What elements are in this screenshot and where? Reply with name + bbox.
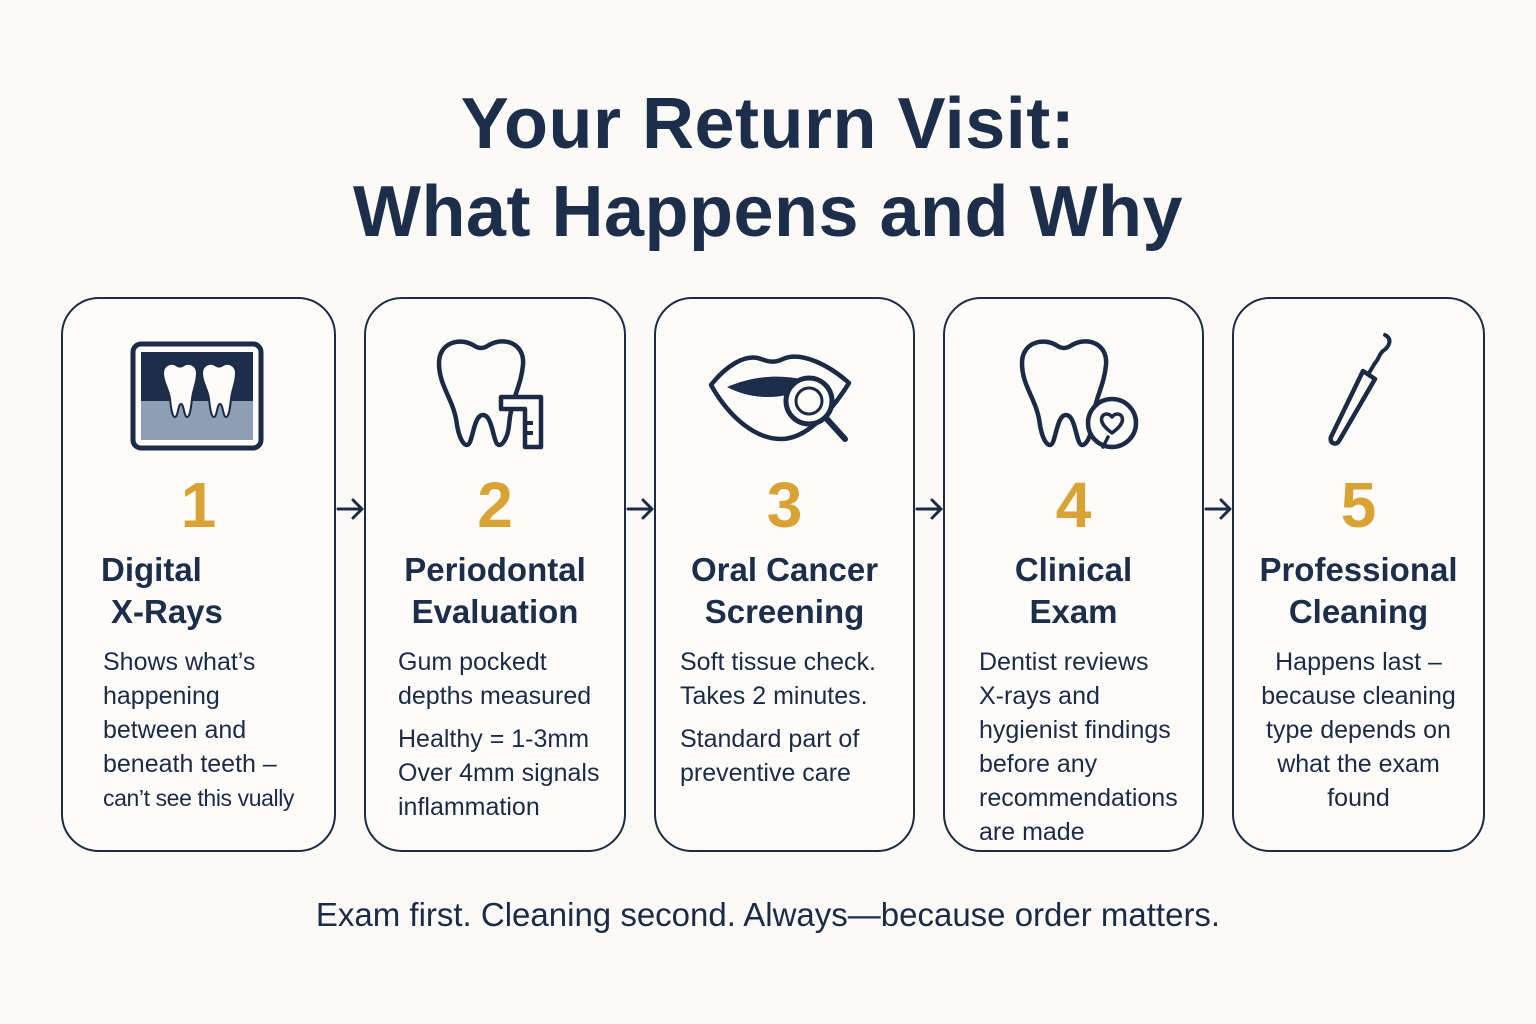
step-card-5: 5 Professional Cleaning Happens last – b… [1232, 297, 1485, 852]
step-heading: Digital X-Rays [101, 551, 223, 630]
step-heading: Clinical Exam [1014, 551, 1133, 630]
tooth-heart-icon [945, 329, 1202, 459]
dental-scaler-icon [1234, 329, 1483, 459]
step-description: Gum pockedt depths measured Healthy = 1-… [398, 648, 600, 821]
step-heading: Professional Cleaning [1259, 551, 1458, 630]
step-number: 1 [180, 469, 217, 541]
arrow-right-icon [915, 498, 943, 520]
step-card-1: 1 Digital X-Rays Shows what’s happening … [61, 297, 336, 852]
title-line-1: Your Return Visit: [460, 84, 1076, 164]
step-description: Dentist reviews X-rays and hygienist fin… [979, 648, 1178, 846]
step-number: 4 [1055, 469, 1092, 541]
step-card-3: 3 Oral Cancer Screening Soft tissue chec… [654, 297, 915, 852]
step-description: Happens last – because cleaning type dep… [1261, 648, 1456, 812]
step-heading: Periodontal Evaluation [404, 551, 586, 630]
step-number: 3 [766, 469, 803, 541]
tooth-probe-icon [366, 329, 624, 459]
page-title: Your Return Visit: What Happens and Why [0, 80, 1536, 256]
step-number: 2 [477, 469, 513, 541]
step-description: Shows what’s happening between and benea… [103, 648, 295, 811]
arrow-right-icon [1204, 498, 1232, 520]
step-heading: Oral Cancer Screening [690, 551, 879, 630]
title-line-2: What Happens and Why [352, 172, 1184, 252]
lips-magnifier-icon [656, 329, 913, 459]
xray-teeth-icon [63, 329, 334, 459]
step-card-2: 2 Periodontal Evaluation Gum pockedt dep… [364, 297, 626, 852]
footer-tagline: Exam first. Cleaning second. Always—beca… [315, 896, 1221, 933]
arrow-right-icon [336, 498, 364, 520]
arrow-right-icon [626, 498, 654, 520]
step-number: 5 [1340, 469, 1377, 541]
step-card-4: 4 Clinical Exam Dentist reviews X-rays a… [943, 297, 1204, 852]
step-description: Soft tissue check. Takes 2 minutes. Stan… [680, 648, 876, 787]
